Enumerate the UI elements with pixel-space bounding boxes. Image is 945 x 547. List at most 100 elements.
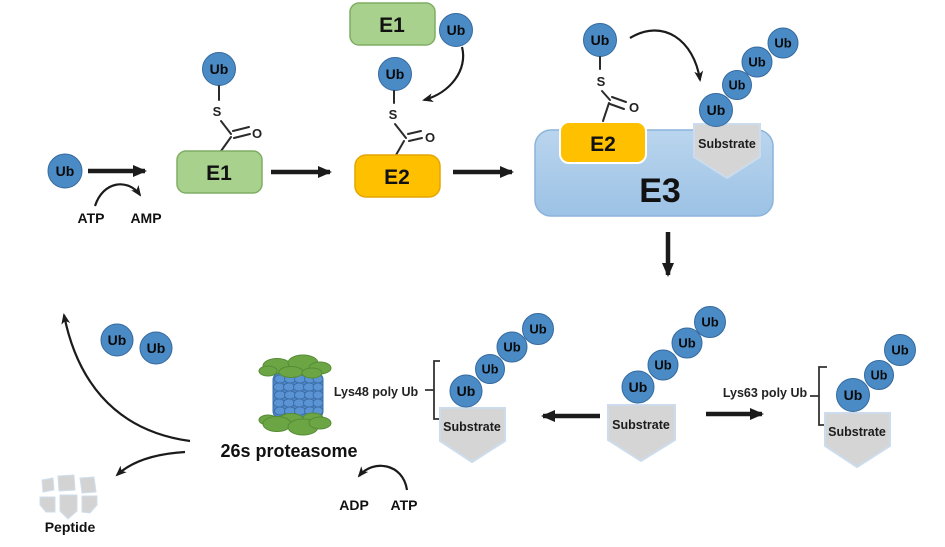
svg-text:Ub: Ub [447, 22, 466, 38]
ub-chain-lys48-3: Ub [496, 331, 528, 363]
ub-chain-e3-1: Ub [699, 93, 733, 127]
ub-circle-beside-e1: Ub [439, 13, 473, 47]
ub-chain-lys48-1: Ub [449, 374, 483, 408]
svg-text:Ub: Ub [147, 340, 166, 356]
peptide-fragments [39, 474, 98, 520]
arrow-ub-transfer-to-e2 [422, 46, 465, 102]
e3-label: E3 [639, 172, 681, 210]
svg-text:Ub: Ub [591, 32, 610, 48]
atp-label: ATP [78, 210, 105, 226]
arrow-atp-to-amp [93, 183, 142, 207]
arrow-atp-to-adp [357, 464, 409, 491]
e1-release-group: E1 Ub [349, 2, 473, 102]
e2-thioester-group: Ub S O E2 [354, 57, 441, 198]
proteasome-26s-graphic: 26s proteasome [220, 354, 358, 461]
substrate-shape-lys48 [439, 407, 506, 464]
svg-text:Ub: Ub [748, 55, 765, 70]
svg-text:Ub: Ub [210, 61, 229, 77]
svg-text:Ub: Ub [891, 343, 908, 358]
svg-text:Ub: Ub [654, 358, 671, 373]
proteasome-label: 26s proteasome [220, 441, 357, 461]
double-bond-co-e2 [407, 130, 423, 142]
proteasome-bottom-cap [258, 412, 332, 436]
ub-circle-recycled-2: Ub [139, 331, 173, 365]
double-bond-co-e1 [232, 126, 251, 139]
substrate-label-center: Substrate [612, 418, 670, 432]
ub-circle-on-e2: Ub [378, 57, 412, 91]
svg-text:Ub: Ub [729, 79, 746, 93]
svg-text:Ub: Ub [108, 332, 127, 348]
ub-chain-center-4: Ub [694, 306, 726, 338]
ub-circle-on-e2-e3: Ub [583, 23, 617, 57]
svg-text:Ub: Ub [529, 322, 546, 337]
bond-c-e2box [395, 140, 405, 156]
arrow-ub-recycle [61, 313, 191, 443]
e1-enzyme-box-top [349, 2, 436, 46]
sulfur-atom-e3: S [597, 74, 606, 89]
ub-chain-lys63-3: Ub [884, 334, 916, 366]
lys48-label: Lys48 poly Ub [334, 385, 419, 399]
adp-label: ADP [339, 497, 369, 513]
arrow-to-peptide [115, 450, 186, 477]
svg-text:Ub: Ub [503, 340, 520, 355]
sulfur-atom-e2: S [389, 107, 398, 122]
e1-label: E1 [206, 162, 232, 185]
substrate-label-e3: Substrate [698, 137, 756, 151]
lys63-bracket [810, 366, 827, 426]
svg-text:Ub: Ub [457, 383, 476, 399]
svg-text:Ub: Ub [482, 363, 499, 377]
ub-circle-start: Ub [47, 153, 83, 189]
substrate-label-lys48: Substrate [443, 420, 501, 434]
e1-thioester-group: Ub S O E1 [176, 52, 263, 194]
svg-text:Ub: Ub [871, 369, 888, 383]
svg-text:Ub: Ub [56, 163, 75, 179]
svg-text:Ub: Ub [707, 102, 726, 118]
proteasome-beads [273, 374, 324, 416]
lys63-label: Lys63 poly Ub [723, 386, 808, 400]
svg-text:Ub: Ub [844, 387, 863, 403]
ub-chain-lys48-4: Ub [522, 313, 554, 345]
peptide-label: Peptide [45, 519, 96, 535]
ub-chain-lys63-1: Ub [836, 378, 870, 412]
e1-label-top: E1 [379, 14, 405, 37]
amp-label: AMP [130, 210, 161, 226]
e1-enzyme-box [176, 150, 263, 194]
oxygen-atom-e2: O [425, 130, 435, 145]
oxygen-atom-e3: O [629, 100, 639, 115]
substrate-shape-e3 [693, 123, 761, 180]
proteasome-top-cap [258, 354, 332, 379]
bond-s-c-e1 [220, 120, 232, 135]
ub-chain-lys48-2: Ub [475, 354, 505, 384]
ub-chain-center-1: Ub [621, 370, 655, 404]
substrate-shape-lys63 [824, 412, 891, 469]
svg-text:Ub: Ub [386, 66, 405, 82]
svg-text:Ub: Ub [629, 379, 648, 395]
e2-label-on-e3: E2 [590, 133, 616, 156]
ub-chain-e3-3: Ub [741, 46, 773, 78]
ub-circle-on-e1: Ub [202, 52, 236, 86]
substrate-label-lys63: Substrate [828, 425, 886, 439]
ub-chain-e3-4: Ub [767, 27, 799, 59]
atp-label-2: ATP [391, 497, 418, 513]
ub-chain-center-3: Ub [671, 327, 703, 359]
center-substrate-group: Substrate Ub Ub Ub Ub [607, 306, 726, 463]
lys48-bracket [425, 360, 440, 420]
svg-text:Ub: Ub [678, 336, 695, 351]
bond-s-c-e3 [601, 90, 611, 101]
ub-chain-lys63-2: Ub [864, 360, 894, 390]
e2-enzyme-box [354, 154, 441, 198]
svg-text:Ub: Ub [774, 36, 791, 51]
bond-c-e1box [220, 136, 232, 152]
arrow-ub-to-substrate-chain [629, 29, 704, 82]
ub-circle-recycled-1: Ub [100, 323, 134, 357]
bond-s-c-e2 [394, 123, 407, 139]
lys48-substrate-group: Lys48 poly Ub Substrate Ub Ub Ub Ub [334, 313, 554, 464]
oxygen-atom-e1: O [252, 126, 262, 141]
e3-complex-group: E3 E2 Ub S O Substrate Ub Ub Ub Ub [534, 23, 799, 217]
double-bond-co-e3 [609, 96, 627, 110]
lys63-substrate-group: Lys63 poly Ub Substrate Ub Ub Ub [723, 334, 916, 469]
bond-c-e2box-e3 [602, 102, 610, 122]
sulfur-atom-e1: S [213, 104, 222, 119]
